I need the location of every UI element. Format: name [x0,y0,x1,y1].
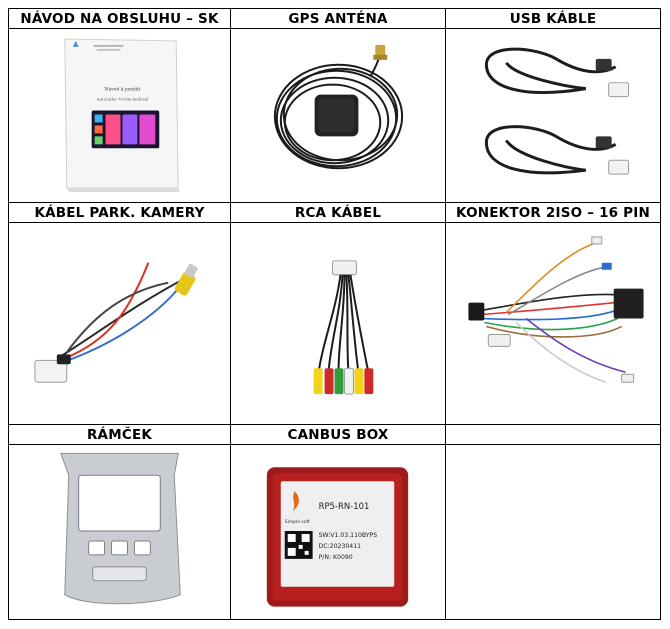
frame-image [9,445,230,619]
cell-manual: NÁVOD NA OBSLUHU – SK Návod k použití Au… [9,9,231,203]
rca-cable-image [231,223,445,424]
canbus-sw: SW:V1.03.110BYPS [319,532,378,539]
canbus-brand: Simple soft [285,519,310,525]
canbus-dc: DC:20230411 [319,543,362,550]
cell-title [446,425,660,445]
cell-park-camera-cable: KÁBEL PARK. KAMERY [9,203,231,425]
package-contents-table: NÁVOD NA OBSLUHU – SK Návod k použití Au… [8,8,661,620]
canbus-model: RP5-RN-101 [319,501,370,511]
cell-canbus-box: CANBUS BOX Simple soft RP5-RN-101 SW:V1.… [231,425,446,619]
gps-antenna-image [231,29,445,202]
cell-gps-antenna: GPS ANTÉNA [231,9,446,203]
cell-title: RÁMČEK [9,425,230,445]
manual-title: Návod k použití [105,86,141,93]
canbus-pn: P/N: K0090 [319,554,353,561]
cell-title: USB KÁBLE [446,9,660,29]
cell-frame: RÁMČEK [9,425,231,619]
manual-subtitle: Autorádio 7010B Android [96,97,149,102]
cell-title: NÁVOD NA OBSLUHU – SK [9,9,230,29]
manual-image: Návod k použití Autorádio 7010B Android [9,29,230,202]
cell-title: KONEKTOR 2ISO – 16 PIN [446,203,660,223]
cell-title: KÁBEL PARK. KAMERY [9,203,230,223]
canbus-box-image: Simple soft RP5-RN-101 SW:V1.03.110BYPS … [231,445,445,619]
cell-title: CANBUS BOX [231,425,445,445]
cell-2iso-connector: KONEKTOR 2ISO – 16 PIN [446,203,660,425]
cell-rca-cable: RCA KÁBEL [231,203,446,425]
2iso-connector-image [446,223,660,424]
cell-empty [446,425,660,619]
cell-title: GPS ANTÉNA [231,9,445,29]
cell-usb-cables: USB KÁBLE [446,9,660,203]
cell-title: RCA KÁBEL [231,203,445,223]
park-camera-cable-image [9,223,230,424]
usb-cables-image [446,29,660,202]
